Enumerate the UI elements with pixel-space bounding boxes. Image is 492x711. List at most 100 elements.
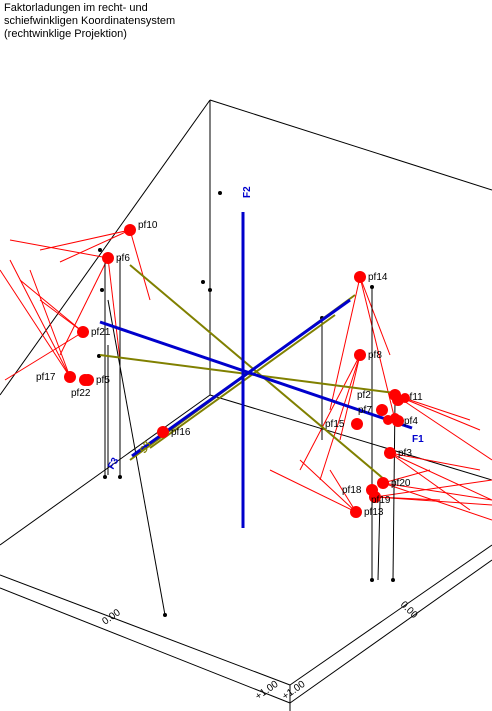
spike-line xyxy=(394,394,481,431)
spike-line xyxy=(39,229,131,251)
spike-line xyxy=(319,354,361,481)
floor-tick-labels: 0.00+1.000.00+1.00 xyxy=(100,599,419,702)
point-label-pf14: pf14 xyxy=(368,272,388,283)
drop-line xyxy=(107,299,166,616)
point-label-pf6: pf6 xyxy=(116,253,130,264)
point-label-pf5: pf5 xyxy=(96,375,110,386)
point-label-pf20: pf20 xyxy=(391,478,411,489)
data-points: pf10 pf6 pf14 pf21 pf8 pf17 pf5 pf22 pf2 pf11 pf7 p… xyxy=(36,220,423,518)
point-label-pf2: pf2 xyxy=(357,390,371,401)
spike-line xyxy=(39,299,84,333)
axis-s3-label: S3 xyxy=(138,439,154,455)
spike-line xyxy=(299,354,361,471)
point-label-pf16: pf16 xyxy=(171,427,191,438)
spike-line xyxy=(374,479,492,498)
data-point-pf17 xyxy=(64,371,76,383)
data-point-pf3 xyxy=(384,447,396,459)
box-edge xyxy=(209,394,492,481)
spike-line xyxy=(299,459,357,513)
drop-endpoint xyxy=(218,191,222,195)
box-edge xyxy=(209,99,492,191)
data-point-pf14 xyxy=(354,271,366,283)
drop-endpoint xyxy=(118,475,122,479)
point-label-pf17: pf17 xyxy=(36,372,56,383)
point-label-pf11: pf11 xyxy=(404,392,423,403)
axis-f1-line xyxy=(99,320,413,430)
point-label-pf7: pf7 xyxy=(358,405,372,416)
drop-endpoint xyxy=(100,288,104,292)
box-edge xyxy=(289,544,492,686)
spike-line xyxy=(19,279,84,333)
data-point-pf10 xyxy=(124,224,136,236)
drop-endpoint xyxy=(103,475,107,479)
spike-line xyxy=(382,482,492,521)
point-label-pf22: pf22 xyxy=(71,388,91,399)
box-edge xyxy=(0,99,211,396)
data-point-pf1 xyxy=(400,393,410,403)
bounding-box xyxy=(0,99,492,711)
point-label-pf8: pf8 xyxy=(368,350,382,361)
spike-line xyxy=(107,257,121,361)
spike-line xyxy=(4,331,84,381)
data-point-pf8 xyxy=(354,349,366,361)
spike-line xyxy=(339,354,361,441)
point-label-pf15: pf15 xyxy=(325,419,345,430)
data-point-pf7 xyxy=(376,404,388,416)
oblique-axis-line xyxy=(129,264,386,481)
spike-line xyxy=(9,259,71,378)
drop-endpoint xyxy=(98,248,102,252)
point-label-pf18: pf18 xyxy=(342,485,362,496)
spike-line xyxy=(9,239,109,259)
spike-line xyxy=(59,257,109,356)
spike-line xyxy=(394,394,492,461)
axis-f3-label: F3 xyxy=(106,456,122,472)
point-label-pf10: pf10 xyxy=(138,220,158,231)
point-label-pf21: pf21 xyxy=(91,327,111,338)
data-point-pf13 xyxy=(350,506,362,518)
spike-line xyxy=(0,269,71,378)
data-point-pf20 xyxy=(377,477,389,489)
spike-line xyxy=(389,452,481,471)
drop-endpoint xyxy=(370,285,374,289)
red-spike-lines xyxy=(0,229,492,521)
data-point-pf19 xyxy=(369,491,381,503)
spike-line xyxy=(129,229,151,301)
spike-line xyxy=(389,452,471,511)
drop-endpoint xyxy=(163,613,167,617)
data-point-pf6 xyxy=(102,252,114,264)
chart-title: Faktorladungen im recht- und schiefwinkl… xyxy=(4,2,176,40)
floor-tick-label: 0.00 xyxy=(100,607,123,627)
spike-line xyxy=(359,276,391,356)
point-label-pf19: pf19 xyxy=(371,495,391,506)
drop-line xyxy=(392,399,396,581)
box-edge xyxy=(0,574,291,686)
data-point-pf22 xyxy=(79,374,91,386)
spike-line xyxy=(29,269,71,378)
axis-f2-label: F2 xyxy=(242,186,253,198)
data-point-pf15 xyxy=(351,418,363,430)
drop-line xyxy=(377,499,381,581)
floor-tick-label: 0.00 xyxy=(398,599,420,621)
box-edge xyxy=(289,559,492,704)
spike-line xyxy=(382,482,492,501)
spike-line xyxy=(382,469,431,484)
drop-endpoint xyxy=(391,578,395,582)
spike-line xyxy=(329,469,357,513)
spike-line xyxy=(269,469,357,513)
point-label-pf3: pf3 xyxy=(398,448,412,459)
drop-endpoint xyxy=(201,280,205,284)
point-label-pf4: pf4 xyxy=(404,416,418,427)
spike-line xyxy=(329,276,361,411)
box-edge xyxy=(0,587,291,704)
data-point-pf16 xyxy=(157,426,169,438)
floor-tick-label: +1.00 xyxy=(253,679,280,703)
drop-lines xyxy=(97,191,396,617)
data-point-pf12 xyxy=(383,415,393,425)
spike-line xyxy=(389,452,492,501)
data-point-pf21 xyxy=(77,326,89,338)
drop-endpoint xyxy=(370,578,374,582)
spike-line xyxy=(59,229,131,263)
point-label-pf13: pf13 xyxy=(364,507,384,518)
spike-line xyxy=(374,496,441,501)
